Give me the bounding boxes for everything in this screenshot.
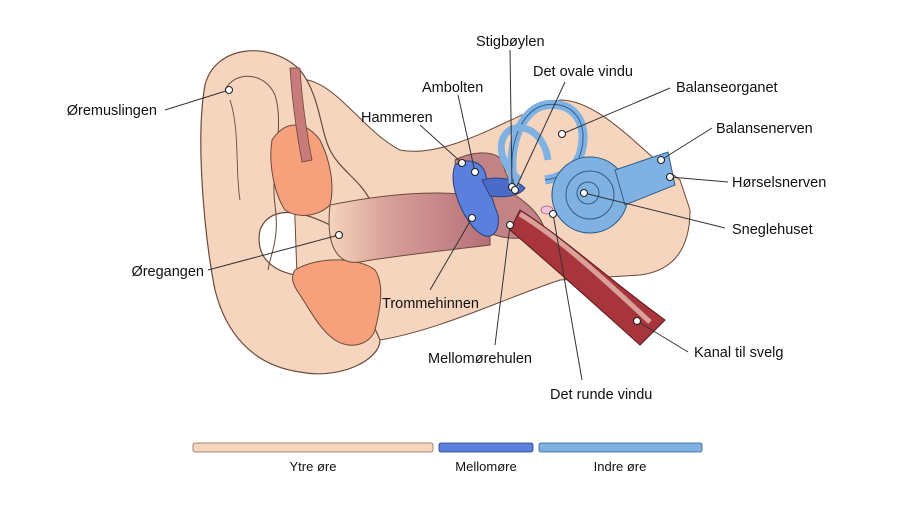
label-vestibular-nerve: Balansenerven xyxy=(716,121,813,137)
legend-swatch-middle-ear xyxy=(438,442,534,453)
label-ear-canal: Øregangen xyxy=(131,264,204,280)
leader-vestibular-nerve xyxy=(660,127,713,161)
point-round-window xyxy=(548,209,558,219)
legend-label-middle-ear: Mellomøre xyxy=(455,459,516,474)
legend-label-outer-ear: Ytre øre xyxy=(290,459,337,474)
leader-round-window xyxy=(552,213,583,381)
label-oval-window: Det ovale vindu xyxy=(533,64,633,80)
legend: Ytre øre Mellomøre Indre øre xyxy=(192,442,703,474)
cochlea-core xyxy=(576,181,600,205)
eustachian-tube xyxy=(509,209,666,346)
point-vestibular-organ xyxy=(557,129,567,139)
leader-stirrup xyxy=(509,49,513,188)
point-vestibular-nerve xyxy=(656,155,666,165)
eustachian-tube-stripe xyxy=(518,211,652,324)
point-cochlea xyxy=(579,188,589,198)
leader-eustachian-tube xyxy=(636,320,689,353)
leader-cochlea xyxy=(583,192,726,229)
label-middle-ear-cavity: Mellomørehulen xyxy=(428,351,532,367)
ossicles xyxy=(452,160,499,237)
point-eardrum xyxy=(467,213,477,223)
point-anvil xyxy=(470,167,480,177)
vessel-band xyxy=(289,67,313,163)
point-oval-window xyxy=(510,185,520,195)
leader-anvil xyxy=(457,94,476,173)
leader-eardrum xyxy=(429,217,473,291)
leader-cochlear-nerve xyxy=(669,176,729,183)
legend-label-inner-ear: Indre øre xyxy=(594,459,647,474)
label-auricle: Øremuslingen xyxy=(67,103,157,119)
point-eustachian-tube xyxy=(632,316,642,326)
point-cochlear-nerve xyxy=(665,172,675,182)
leader-hammer xyxy=(419,124,463,164)
label-eustachian-tube: Kanal til svelg xyxy=(694,345,783,361)
cartilage-lower xyxy=(292,259,382,346)
leader-auricle xyxy=(164,89,230,111)
cochlea-inner xyxy=(565,170,615,220)
point-auricle xyxy=(224,85,234,95)
point-hammer xyxy=(457,158,467,168)
label-stirrup: Stigbøylen xyxy=(476,34,545,50)
semicircular-canal-2 xyxy=(497,124,552,183)
auricle-fold-2 xyxy=(229,99,241,201)
leader-vestibular-organ xyxy=(561,87,671,135)
leader-middle-ear-cavity xyxy=(494,224,511,346)
label-anvil: Ambolten xyxy=(422,80,483,96)
legend-swatch-outer-ear xyxy=(192,442,434,453)
label-vestibular-organ: Balanseorganet xyxy=(676,80,778,96)
label-cochlear-nerve: Hørselsnerven xyxy=(732,175,826,191)
label-cochlea: Sneglehuset xyxy=(732,222,813,238)
label-round-window: Det runde vindu xyxy=(550,387,652,403)
leader-oval-window xyxy=(514,81,566,191)
nerve-bundle xyxy=(614,151,676,206)
leader-ear-canal xyxy=(207,234,340,271)
label-eardrum: Trommehinnen xyxy=(382,296,479,312)
label-hammer: Hammeren xyxy=(361,110,433,126)
point-ear-canal xyxy=(334,230,344,240)
point-middle-ear-cavity xyxy=(505,220,515,230)
legend-swatch-inner-ear xyxy=(538,442,703,453)
ear-canal xyxy=(328,192,491,263)
